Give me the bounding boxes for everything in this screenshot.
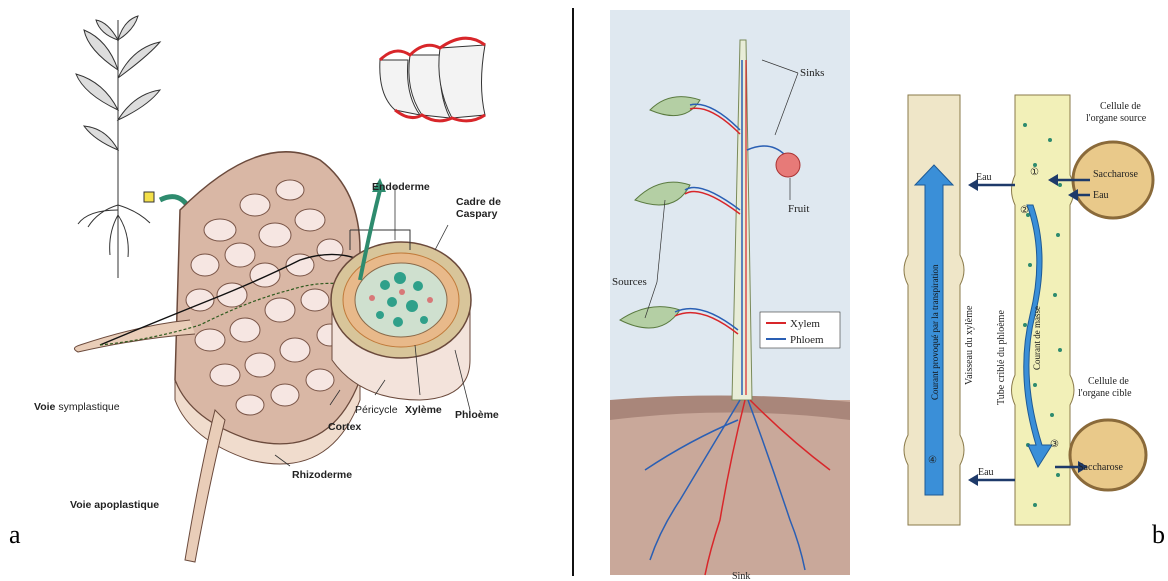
plant-transport-illustration: Xylem Phloem Sinks Fruit Sources Sink xyxy=(590,0,870,581)
plant-sketch xyxy=(76,16,160,278)
label-cellule-source-1: Cellule de xyxy=(1100,101,1141,112)
label-courant-transpiration: Courant provoqué par la transpiration xyxy=(930,264,940,400)
legend-phloem: Phloem xyxy=(790,334,824,346)
label-courant-masse: Courant de masse xyxy=(1032,306,1042,370)
label-endoderme: Endoderme xyxy=(372,181,430,193)
step-3: ③ xyxy=(1050,439,1059,450)
label-sink: Sink xyxy=(732,571,750,581)
label-saccharose-bottom: Saccharose xyxy=(1078,462,1124,473)
label-sources: Sources xyxy=(612,276,647,288)
label-cellule-cible-1: Cellule de xyxy=(1088,376,1129,387)
label-phloeme: Phloème xyxy=(455,409,499,421)
legend-xylem: Xylem xyxy=(790,318,820,330)
label-xyleme: Xylème xyxy=(405,404,442,416)
step-1: ① xyxy=(1030,167,1039,178)
label-pericycle: Péricycle xyxy=(355,404,398,416)
label-sinks: Sinks xyxy=(800,67,824,79)
label-cellule-source-2: l'organe source xyxy=(1086,113,1147,124)
endodermis-cells xyxy=(380,38,485,121)
step-2: ② xyxy=(1020,205,1029,216)
zoom-marker xyxy=(144,192,154,202)
label-cortex: Cortex xyxy=(328,421,361,433)
label-voie-symplastique: Voie symplastique xyxy=(34,401,120,413)
stele xyxy=(331,242,471,400)
step-4: ④ xyxy=(928,455,937,466)
soil xyxy=(610,400,850,575)
fruit xyxy=(776,153,800,177)
label-cadre-de: Cadre de xyxy=(456,196,501,208)
label-fruit: Fruit xyxy=(788,203,809,215)
label-voie-apoplastique: Voie apoplastique xyxy=(70,499,159,511)
sieve-tube xyxy=(1012,95,1075,525)
label-eau-right: Eau xyxy=(1093,190,1109,201)
label-rhizoderme: Rhizoderme xyxy=(292,469,352,481)
label-eau-bottom: Eau xyxy=(978,467,994,478)
panel-divider xyxy=(572,8,574,576)
label-caspary: Caspary xyxy=(456,208,498,220)
label-tube-crible: Tube criblé du phloème xyxy=(996,310,1007,405)
label-cellule-cible-2: l'organe cible xyxy=(1078,388,1132,399)
label-saccharose-top: Saccharose xyxy=(1093,169,1139,180)
label-vaisseau-xyleme: Vaisseau du xylème xyxy=(964,305,975,385)
target-cell xyxy=(1070,420,1146,490)
phloem-flow-diagram: Cellule de l'organe source Saccharose Ea… xyxy=(890,95,1165,545)
label-eau-top: Eau xyxy=(976,172,992,183)
root-section-illustration: Endoderme Cadre de Caspary Voie symplast… xyxy=(0,0,560,581)
